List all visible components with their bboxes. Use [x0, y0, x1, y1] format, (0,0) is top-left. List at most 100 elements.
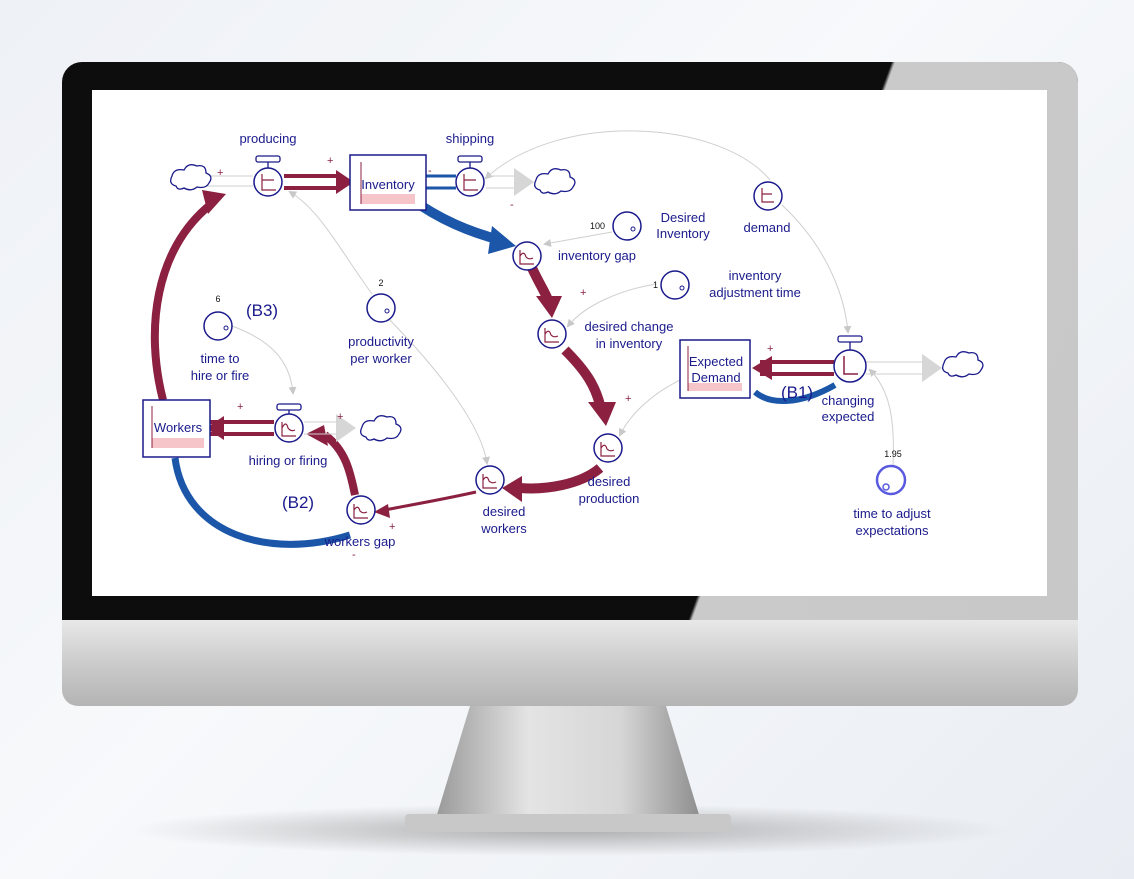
value-desired-inventory: 100: [590, 221, 605, 231]
connector-adjustment-time-change: [566, 283, 657, 328]
sign-plus-changing-expected: +: [767, 343, 773, 355]
label-shipping: shipping: [446, 131, 494, 146]
label-desired-workers-1: desired: [483, 504, 526, 519]
sign-minus-workers-gap: -: [352, 549, 356, 561]
value-inventory-adjustment-time: 1: [653, 280, 658, 290]
pipe-cloud-changing-head: [922, 354, 942, 382]
sign-plus-workers-producing: +: [217, 167, 223, 179]
connector-adjust-time-changing: [868, 368, 894, 466]
label-time-to-hire-2: hire or fire: [191, 368, 250, 383]
label-expected-demand-2: Demand: [691, 370, 740, 385]
monitor-chin: [62, 620, 1078, 706]
converter-desired-change: [537, 319, 567, 349]
converter-desired-inventory: [612, 211, 642, 241]
label-productivity-2: per worker: [350, 351, 412, 366]
label-expected-demand-1: Expected: [689, 354, 743, 369]
converter-inventory-adjustment-time: [660, 270, 690, 300]
label-workers-gap: workers gap: [324, 534, 396, 549]
pipe-shipping-head: [514, 168, 534, 196]
label-desired-production-2: production: [579, 491, 640, 506]
connector-productivity-workers: [379, 309, 490, 465]
clouds: [170, 164, 984, 442]
arrow-desired-workers-gap: [384, 490, 477, 512]
valve-producing: [253, 155, 283, 197]
connector-expected-production: [619, 379, 681, 437]
diagram-screen: producing shipping Inventory Desired Inv…: [92, 90, 1047, 596]
arrow-change-production: [561, 346, 605, 407]
label-desired-change-1: desired change: [585, 319, 674, 334]
label-time-to-adjust-1: time to adjust: [853, 506, 931, 521]
label-time-to-adjust-2: expectations: [856, 523, 929, 538]
converter-time-to-hire: [203, 311, 233, 341]
label-desired-change-2: in inventory: [596, 336, 663, 351]
connector-demand-changing: [781, 204, 852, 334]
converter-desired-workers: [475, 465, 505, 495]
sign-plus-producing-inventory: +: [327, 155, 333, 167]
labels: producing shipping Inventory Desired Inv…: [154, 131, 931, 549]
label-changing-expected-1: changing: [822, 393, 875, 408]
label-producing: producing: [239, 131, 296, 146]
arrow-production-workers-head: [502, 476, 522, 502]
stock-workers-bar: [152, 438, 204, 448]
arrow-expected-changing: [753, 382, 837, 404]
converter-desired-production: [593, 433, 623, 463]
label-inventory-adjustment-time-1: inventory: [729, 268, 782, 283]
arrow-production-workers: [519, 464, 604, 494]
arrow-gap-hiring: [322, 431, 359, 496]
sign-plus-desired-workers-gap: +: [389, 521, 395, 533]
sign-plus-gap-hiring: +: [337, 411, 343, 423]
cloud-changing-source-icon: [942, 351, 984, 378]
cloud-producing-source-icon: [170, 164, 212, 191]
flow-pipes: [195, 168, 942, 442]
sign-minus-shipping-out: -: [510, 199, 514, 211]
stand-base: [405, 814, 731, 832]
label-desired-inventory-2: Inventory: [656, 226, 710, 241]
arrow-change-production-head: [588, 402, 616, 426]
causal-arrows: [150, 190, 837, 548]
loop-b2: (B2): [282, 493, 314, 512]
label-time-to-hire-1: time to: [200, 351, 239, 366]
loop-b3: (B3): [246, 301, 278, 320]
arrow-gap-change-head: [536, 296, 562, 318]
sign-minus-inventory-shipping: -: [428, 165, 432, 177]
label-productivity-1: productivity: [348, 334, 414, 349]
arrow-workers-gap: [171, 457, 352, 548]
converter-demand: [753, 181, 783, 211]
converter-productivity: [366, 293, 396, 323]
loop-b1: (B1): [781, 383, 813, 402]
value-time-to-hire: 6: [215, 294, 220, 304]
label-demand: demand: [744, 220, 791, 235]
valve-changing-expected: [833, 335, 867, 383]
pipe-hiring-workers-head: [206, 416, 224, 440]
valve-hiring-or-firing: [274, 403, 304, 443]
converter-time-to-adjust: [875, 464, 907, 496]
pipe-producing-inventory-head: [336, 170, 354, 194]
stock-flow-diagram: producing shipping Inventory Desired Inv…: [142, 130, 984, 561]
converter-inventory-gap: [512, 241, 542, 271]
stocks: [142, 154, 751, 458]
pipe-changing-expected-head: [752, 356, 772, 380]
label-hiring-or-firing: hiring or firing: [249, 453, 328, 468]
connector-demand-shipping: [484, 130, 771, 181]
stock-expected-demand-bar: [688, 383, 742, 391]
sign-plus-change-production: +: [625, 393, 631, 405]
pipe-cloud-hiring-head: [336, 414, 356, 442]
sign-plus-gap-change: +: [580, 287, 586, 299]
connectors: [231, 130, 894, 466]
label-inventory-adjustment-time-2: adjustment time: [709, 285, 801, 300]
label-desired-inventory-1: Desired: [661, 210, 706, 225]
value-time-to-adjust: 1.95: [884, 449, 902, 459]
converter-workers-gap: [346, 495, 376, 525]
loop-labels: (B3) (B2) (B1): [246, 301, 813, 512]
sign-plus-hiring-workers: +: [237, 401, 243, 413]
stock-inventory-bar: [361, 194, 415, 204]
label-inventory: Inventory: [361, 177, 415, 192]
arrow-workers-producing-head: [202, 190, 226, 214]
connector-hire-time: [231, 325, 297, 395]
connector-productivity-producing: [288, 190, 373, 295]
cloud-hiring-source-icon: [360, 415, 402, 442]
valve-shipping: [455, 155, 485, 197]
label-desired-workers-2: workers: [480, 521, 527, 536]
arrow-gap-change: [527, 265, 553, 302]
